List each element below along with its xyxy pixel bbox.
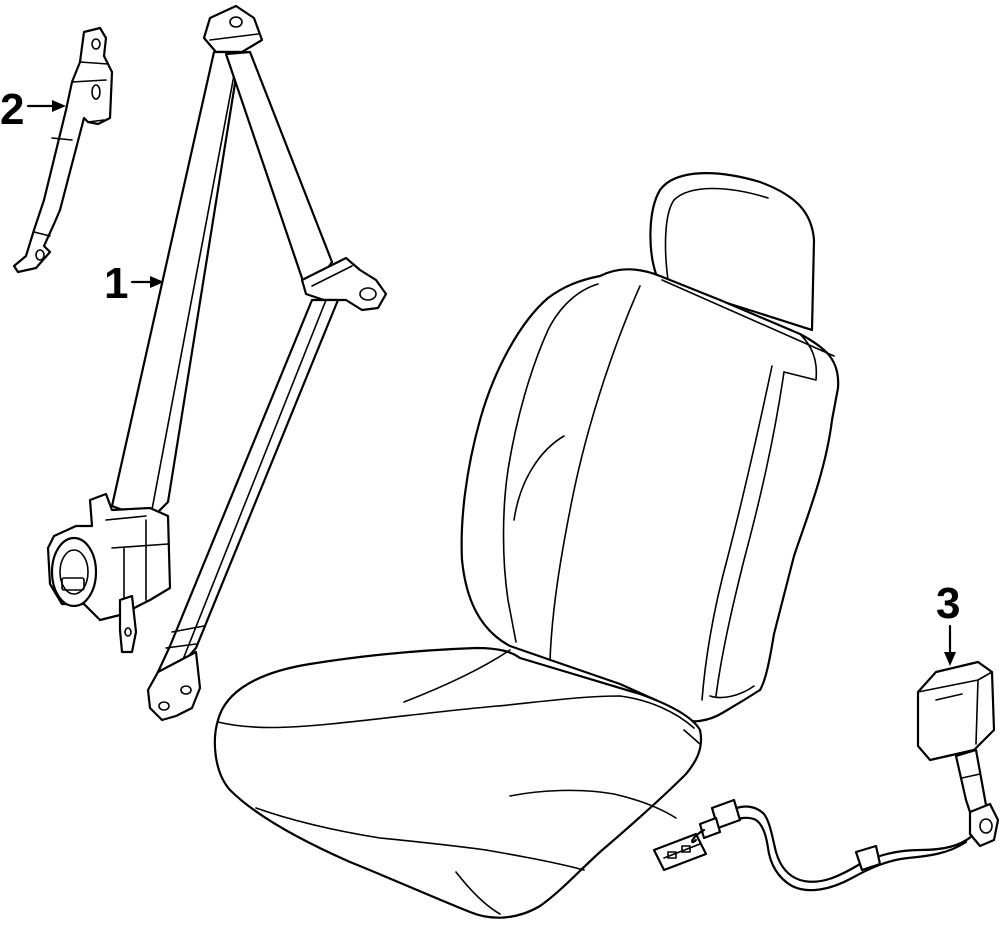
- callout-2: 2: [0, 85, 66, 134]
- anchor-bracket-part-2: [12, 26, 114, 274]
- arrow-icon: [150, 276, 164, 288]
- front-seat: [213, 172, 840, 919]
- callout-1-label: 1: [104, 259, 128, 308]
- callout-3-label: 3: [936, 579, 960, 628]
- callout-2-label: 2: [0, 85, 24, 134]
- arrow-icon: [944, 652, 956, 666]
- callout-1: 1: [104, 259, 164, 308]
- seat-belt-buckle-part-3: [652, 660, 1000, 892]
- seat-belt-assembly-part-1: [46, 4, 388, 722]
- arrow-icon: [52, 100, 66, 112]
- callout-3: 3: [936, 579, 960, 666]
